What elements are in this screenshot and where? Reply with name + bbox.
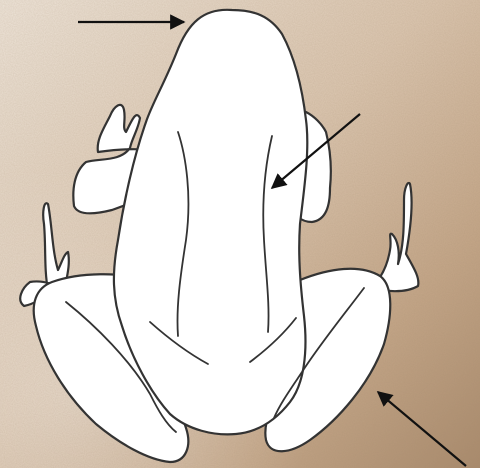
frog-diagram-canvas <box>0 0 480 468</box>
frog-diagram <box>0 0 480 468</box>
